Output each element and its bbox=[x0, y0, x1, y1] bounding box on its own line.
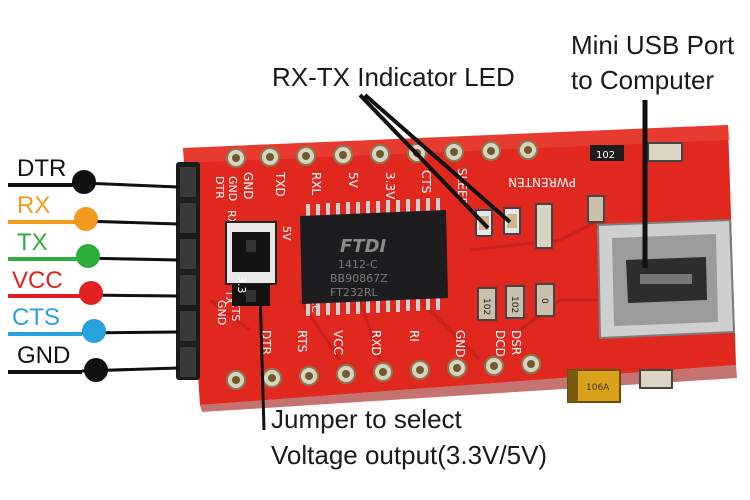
bottom-silkscreen: DTR RTS VCC RXD RI GND DCD DSR bbox=[259, 330, 523, 358]
pin-label-tx: TX bbox=[17, 229, 48, 256]
top-pin-label: RXL bbox=[309, 172, 323, 196]
top-pin-label: GND bbox=[241, 172, 255, 200]
chip-line2: BB90867Z bbox=[330, 272, 388, 285]
voltage-jumper: 5V 3.3 VCC bbox=[225, 221, 322, 313]
chip-line3: FT232RL bbox=[330, 286, 378, 299]
pin-label-rx: RX bbox=[17, 192, 51, 219]
bottom-pin-label: RI bbox=[407, 330, 421, 342]
led-callout: RX-TX Indicator LED bbox=[272, 62, 515, 92]
jumper-callout-line1: Jumper to select bbox=[271, 404, 462, 434]
jumper-label: 3.3 bbox=[235, 276, 248, 294]
left-pin-label: GND bbox=[226, 176, 239, 201]
bottom-pin-label: DSR bbox=[509, 330, 523, 355]
resistor-label: 102 bbox=[509, 296, 519, 313]
top-pin-label: TXD bbox=[273, 171, 287, 197]
chip-brand: FTDI bbox=[340, 236, 387, 257]
bottom-pin-label: RTS bbox=[295, 330, 309, 352]
pin-wires bbox=[8, 170, 179, 382]
pin-header bbox=[176, 162, 200, 380]
pin-label-cts: CTS bbox=[12, 304, 60, 331]
tantalum-capacitor: 106A bbox=[567, 369, 673, 403]
ftdi-chip: FTDI 1412-C BB90867Z FT232RL bbox=[300, 198, 448, 316]
top-pin-label: CTS bbox=[419, 170, 433, 193]
pin-label-gnd: GND bbox=[17, 342, 71, 369]
usb-callout-line2: to Computer bbox=[571, 65, 715, 95]
mini-usb-port bbox=[596, 218, 736, 340]
pin-label-vcc: VCC bbox=[12, 267, 63, 294]
resistor-label: 102 bbox=[596, 150, 615, 161]
top-pin-label: 5V bbox=[346, 172, 360, 189]
bottom-pin-label: RXD bbox=[369, 330, 383, 356]
callout-lines bbox=[258, 93, 648, 431]
jumper-callout-line2: Voltage output(3.3V/5V) bbox=[271, 440, 548, 470]
top-silkscreen: GND TXD RXL 5V 3.3V CTS SLEEP PWRENTEN bbox=[241, 168, 576, 205]
smd-resistors: 102 102 0 102 bbox=[477, 142, 683, 321]
pin-label-dtr: DTR bbox=[17, 155, 67, 182]
bottom-pin-label: VCC bbox=[331, 330, 345, 355]
bottom-pin-label: DCD bbox=[493, 330, 507, 357]
resistor-label: 102 bbox=[481, 298, 491, 315]
capacitor-label: 106A bbox=[586, 383, 610, 393]
top-pin-label: 3.3V bbox=[383, 172, 397, 200]
left-pin-label: GND bbox=[215, 300, 228, 325]
jumper-label: 5V bbox=[280, 226, 293, 241]
bottom-pin-label: GND bbox=[453, 330, 467, 358]
left-pin-label: DTR bbox=[213, 176, 226, 199]
chip-line1: 1412-C bbox=[338, 258, 378, 271]
usb-callout-line1: Mini USB Port bbox=[571, 30, 735, 60]
top-pin-label: PWRENTEN bbox=[508, 175, 576, 189]
resistor-label: 0 bbox=[539, 298, 549, 304]
